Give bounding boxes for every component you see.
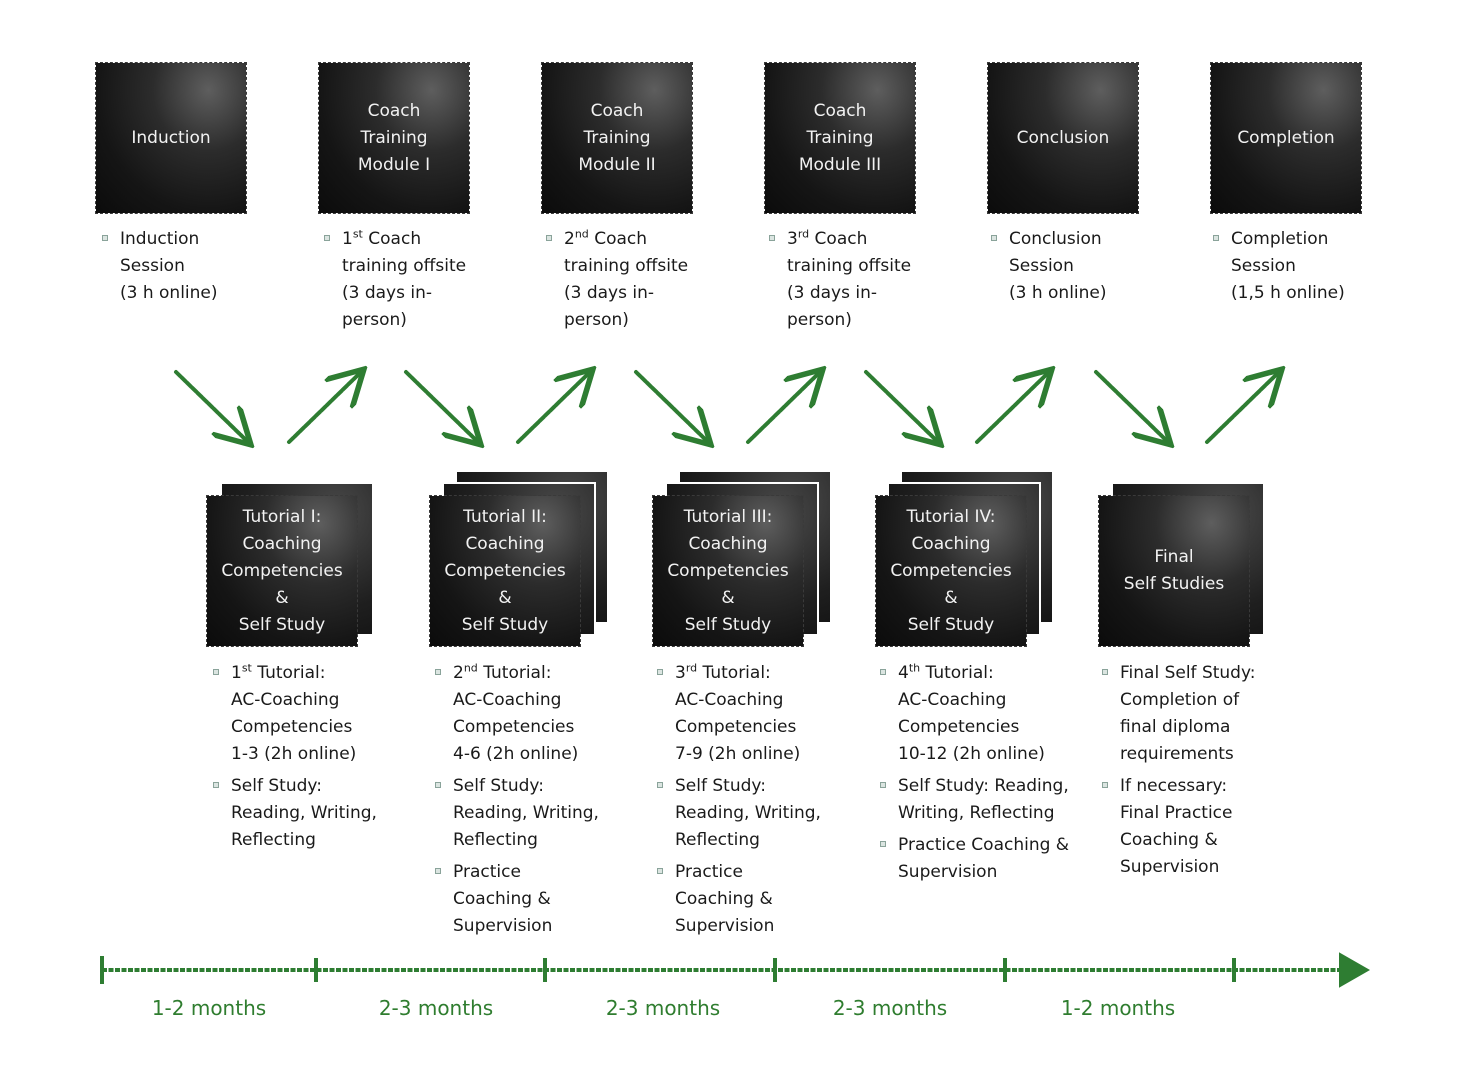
detail-item: Final Self Study: Completion of final di…	[1098, 660, 1308, 768]
detail-item: 3rd Tutorial: AC-Coaching Competencies 7…	[653, 660, 863, 768]
detail-item: 2nd Coach training offsite (3 days in- p…	[542, 226, 742, 334]
module-box-completion: Completion	[1210, 62, 1362, 214]
arrow-down-3	[634, 370, 708, 442]
module-box-training-2: Coach Training Module II	[541, 62, 693, 214]
duration-label: 2-3 months	[832, 996, 948, 1020]
detail-item: 2nd Tutorial: AC-Coaching Competencies 4…	[431, 660, 641, 768]
duration-label: 1-2 months	[151, 996, 267, 1020]
detail-item: Practice Coaching & Supervision	[431, 859, 641, 940]
module-label: Coach Training Module III	[798, 100, 882, 175]
module-details-training-1: 1st Coach training offsite (3 days in- p…	[320, 226, 520, 339]
module-label: Coach Training Module I	[357, 100, 431, 175]
arrow-up-3	[746, 372, 820, 444]
tutorial-label: Tutorial I: Coaching Competencies & Self…	[221, 506, 343, 635]
detail-item: Conclusion Session (3 h online)	[987, 226, 1187, 307]
detail-item: Self Study: Reading, Writing, Reflecting	[653, 773, 863, 854]
arrow-down-2	[404, 370, 478, 442]
tutorial-details-2: 2nd Tutorial: AC-Coaching Competencies 4…	[431, 660, 641, 945]
module-box-induction: Induction	[95, 62, 247, 214]
arrow-up-2	[516, 372, 590, 444]
detail-item: Self Study: Reading, Writing, Reflecting	[431, 773, 641, 854]
module-details-induction: Induction Session (3 h online)	[98, 226, 298, 312]
timeline	[100, 952, 1371, 988]
detail-item: 1st Coach training offsite (3 days in- p…	[320, 226, 520, 334]
tutorial-box-3: Tutorial III: Coaching Competencies & Se…	[652, 495, 804, 647]
detail-item: If necessary: Final Practice Coaching & …	[1098, 773, 1308, 881]
timeline-arrowhead	[1339, 952, 1371, 988]
detail-item: Self Study: Reading, Writing, Reflecting	[876, 773, 1091, 827]
tutorial-box-1: Tutorial I: Coaching Competencies & Self…	[206, 495, 358, 647]
module-box-training-1: Coach Training Module I	[318, 62, 470, 214]
detail-item: Practice Coaching & Supervision	[876, 832, 1091, 886]
detail-item: Self Study: Reading, Writing, Reflecting	[209, 773, 419, 854]
detail-item: Practice Coaching & Supervision	[653, 859, 863, 940]
module-box-conclusion: Conclusion	[987, 62, 1139, 214]
arrow-up-1	[287, 372, 361, 444]
tutorial-box-2: Tutorial II: Coaching Competencies & Sel…	[429, 495, 581, 647]
tutorial-box-4: Tutorial IV: Coaching Competencies & Sel…	[875, 495, 1027, 647]
tutorial-details-final: Final Self Study: Completion of final di…	[1098, 660, 1308, 886]
module-details-conclusion: Conclusion Session (3 h online)	[987, 226, 1187, 312]
module-label: Coach Training Module II	[578, 100, 656, 175]
duration-label: 2-3 months	[605, 996, 721, 1020]
duration-label: 1-2 months	[1060, 996, 1176, 1020]
tutorial-label: Final Self Studies	[1123, 547, 1225, 594]
arrow-down-4	[864, 370, 938, 442]
detail-item: 3rd Coach training offsite (3 days in- p…	[765, 226, 965, 334]
duration-label: 2-3 months	[378, 996, 494, 1020]
tutorial-label: Tutorial III: Coaching Competencies & Se…	[667, 506, 789, 635]
arrow-down-1	[174, 370, 248, 442]
tutorial-details-1: 1st Tutorial: AC-Coaching Competencies 1…	[209, 660, 419, 859]
detail-item: Induction Session (3 h online)	[98, 226, 298, 307]
tutorial-label: Tutorial IV: Coaching Competencies & Sel…	[890, 506, 1012, 635]
module-label: Induction	[131, 127, 211, 148]
module-box-training-3: Coach Training Module III	[764, 62, 916, 214]
module-details-completion: Completion Session (1,5 h online)	[1209, 226, 1429, 312]
tutorial-details-4: 4th Tutorial: AC-Coaching Competencies 1…	[876, 660, 1091, 891]
module-details-training-2: 2nd Coach training offsite (3 days in- p…	[542, 226, 742, 339]
module-label: Conclusion	[1016, 127, 1110, 148]
module-label: Completion	[1237, 127, 1335, 148]
arrow-down-5	[1094, 370, 1168, 442]
detail-item: 1st Tutorial: AC-Coaching Competencies 1…	[209, 660, 419, 768]
arrow-up-4	[975, 372, 1049, 444]
tutorial-label: Tutorial II: Coaching Competencies & Sel…	[444, 506, 566, 635]
detail-item: 4th Tutorial: AC-Coaching Competencies 1…	[876, 660, 1091, 768]
detail-item: Completion Session (1,5 h online)	[1209, 226, 1429, 307]
tutorial-details-3: 3rd Tutorial: AC-Coaching Competencies 7…	[653, 660, 863, 945]
tutorial-box-final: Final Self Studies	[1098, 495, 1250, 647]
arrow-up-5	[1205, 372, 1279, 444]
module-details-training-3: 3rd Coach training offsite (3 days in- p…	[765, 226, 965, 339]
